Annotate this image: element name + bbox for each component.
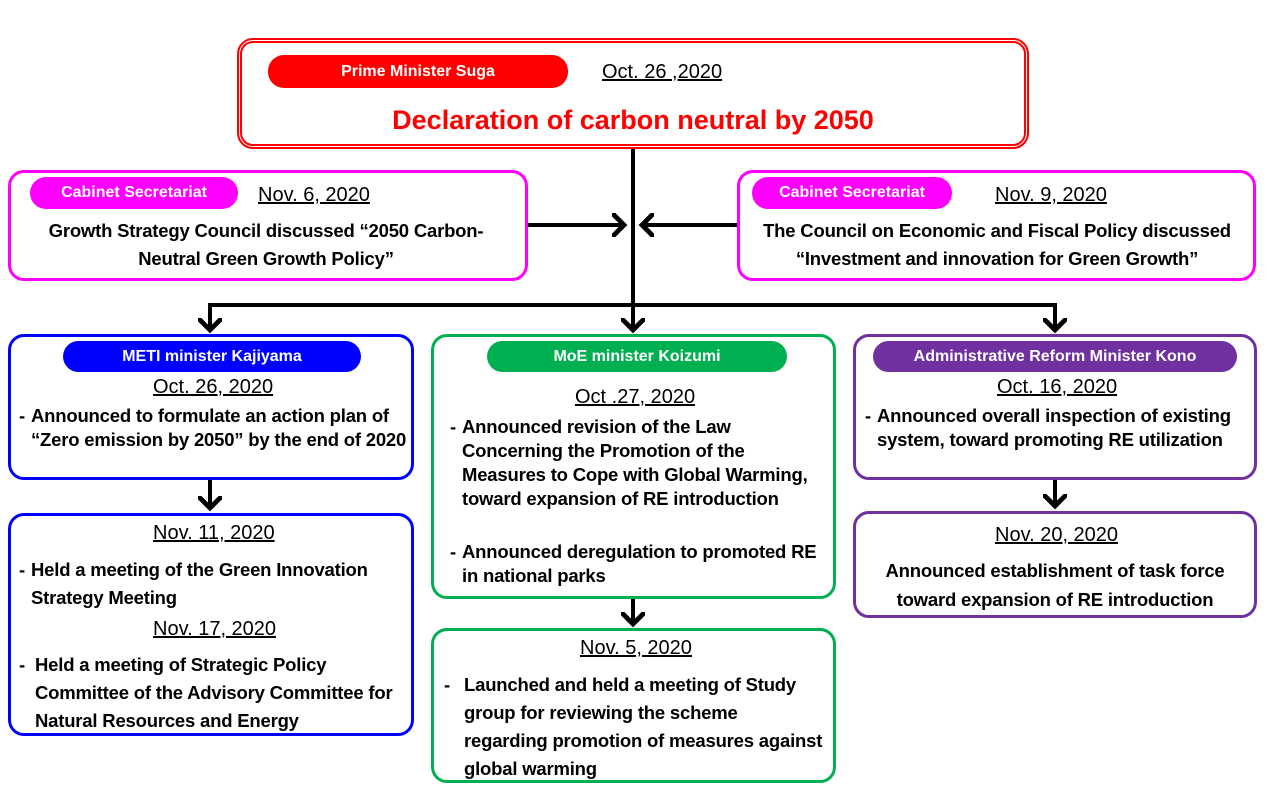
cabinet-left-label: Cabinet Secretariat: [30, 177, 238, 209]
kono-item: -Announced overall inspection of existin…: [865, 405, 1231, 450]
kono-next-text: Announced establishment of task force to…: [885, 560, 1225, 610]
moe-box: MoE minister Koizumi Oct .27, 2020 -Anno…: [431, 334, 836, 599]
kono-next-box: Nov. 20, 2020 Announced establishment of…: [853, 511, 1257, 618]
cabinet-left-date: Nov. 6, 2020: [258, 184, 370, 206]
moe-item-2: -Announced deregulation to promoted RE i…: [450, 541, 817, 586]
moe-next-item: -Launched and held a meeting of Study gr…: [444, 674, 823, 779]
cabinet-right-text: The Council on Economic and Fiscal Polic…: [763, 220, 1231, 269]
meti-box: METI minister Kajiyama Oct. 26, 2020 -An…: [8, 334, 414, 480]
meti-item: -Announced to formulate an action plan o…: [19, 405, 407, 450]
pm-date: Oct. 26 ,2020: [602, 61, 723, 83]
moe-label: MoE minister Koizumi: [487, 341, 787, 372]
moe-date: Oct .27, 2020: [575, 386, 696, 408]
meti-next-box: Nov. 11, 2020 -Held a meeting of the Gre…: [8, 513, 414, 736]
meti-next-item2: -Held a meeting of Strategic Policy Comm…: [19, 654, 393, 731]
cabinet-right-label: Cabinet Secretariat: [752, 177, 952, 209]
moe-next-box: Nov. 5, 2020 -Launched and held a meetin…: [431, 628, 836, 783]
kono-date: Oct. 16, 2020: [997, 376, 1118, 398]
meti-next-date2: Nov. 17, 2020: [153, 618, 277, 640]
moe-item-1: -Announced revision of the Law Concernin…: [450, 416, 808, 509]
pm-label: Prime Minister Suga: [268, 55, 568, 88]
pm-declaration-box: Prime Minister Suga Oct. 26 ,2020 Declar…: [237, 38, 1029, 149]
meti-date: Oct. 26, 2020: [153, 376, 274, 398]
kono-box: Administrative Reform Minister Kono Oct.…: [853, 334, 1257, 480]
cabinet-right-date: Nov. 9, 2020: [995, 184, 1107, 206]
cabinet-left-box: Cabinet Secretariat Nov. 6, 2020 Growth …: [8, 170, 528, 281]
kono-next-date: Nov. 20, 2020: [995, 524, 1119, 546]
cabinet-left-text: Growth Strategy Council discussed “2050 …: [48, 220, 484, 269]
meti-label: METI minister Kajiyama: [63, 341, 361, 372]
meti-next-item1: -Held a meeting of the Green Innovation …: [19, 559, 368, 608]
kono-label: Administrative Reform Minister Kono: [873, 341, 1237, 372]
cabinet-right-box: Cabinet Secretariat Nov. 9, 2020 The Cou…: [737, 170, 1256, 281]
moe-next-date: Nov. 5, 2020: [580, 637, 692, 659]
pm-title: Declaration of carbon neutral by 2050: [392, 105, 874, 135]
meti-next-date1: Nov. 11, 2020: [153, 522, 275, 544]
